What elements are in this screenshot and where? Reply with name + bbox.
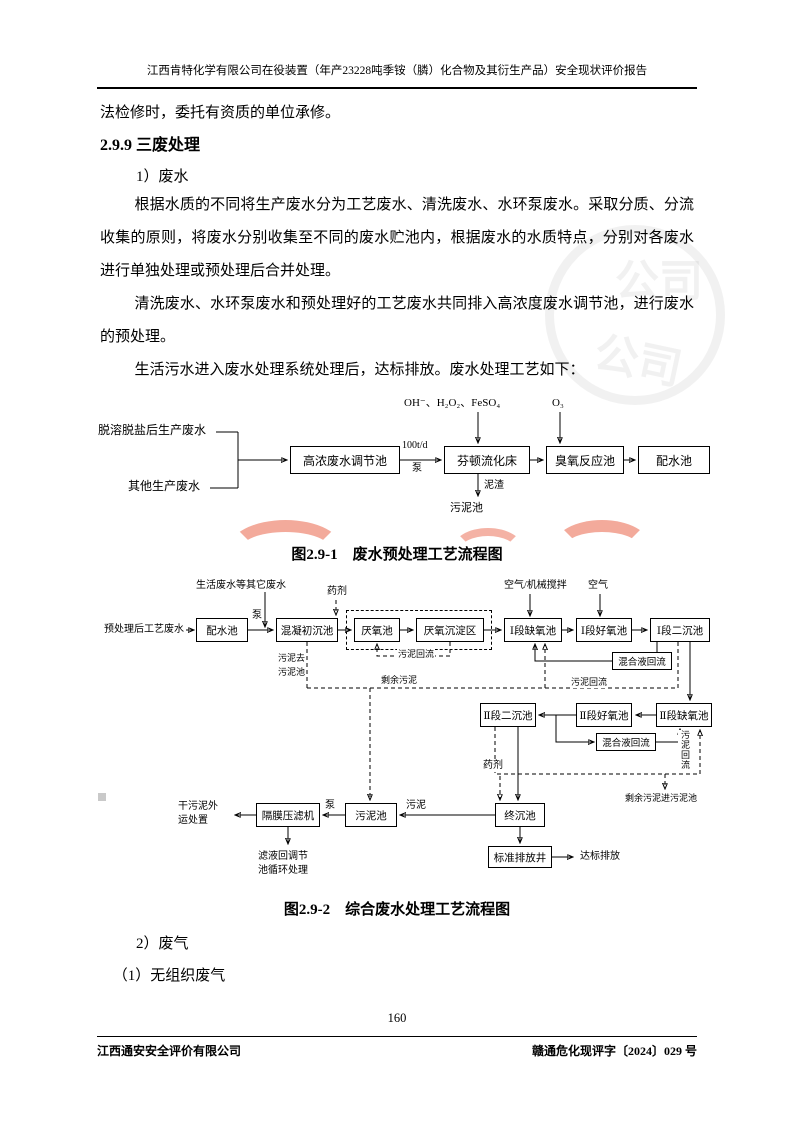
sludge-pool-label: 污泥池 [278, 667, 306, 677]
excess-sludge-to-pool-label: 剩余污泥进污泥池 [625, 793, 698, 803]
footer-doc-number: 赣通危化现评字〔2024〕029 号 [531, 1044, 697, 1058]
process-box-stage2-clarifier: Ⅱ段二沉池 [480, 703, 536, 727]
paragraph-continuation: 法检修时，委托有资质的单位承修。 [100, 105, 341, 121]
flow-arrows [186, 592, 730, 890]
paragraph-1: 根据水质的不同将生产废水分为工艺废水、清洗废水、水环泵废水。采取分质、分流收集的… [100, 197, 694, 279]
sludge-return-label: 污泥回流 [570, 676, 609, 688]
input-label: 其他生产废水 [128, 479, 201, 493]
domestic-wastewater-label: 生活废水等其它废水 [196, 580, 286, 591]
sludge-return-label: 污泥回流 [397, 648, 436, 660]
flow-rate-label: 100t/d [402, 440, 428, 451]
ozone-label: O₃ [552, 397, 564, 409]
pump-label: 泵 [252, 610, 262, 621]
subsection-wastewater: 1）废水 [136, 169, 189, 185]
air-stir-label: 空气/机械搅拌 [504, 580, 567, 591]
pump-label: 泵 [325, 800, 335, 811]
air-label: 空气 [588, 580, 608, 591]
mixed-liquor-return-box-1: 混合液回流 [612, 652, 672, 670]
process-box-discharge-well: 标准排放井 [488, 846, 552, 868]
sludge-to-label: 污泥去 [278, 653, 306, 663]
sludge-return-vertical-label: 污泥回流 [678, 730, 692, 770]
process-box-coagulation-tank: 混凝初沉池 [276, 618, 338, 642]
chemical-dosing-label: 药剂 [482, 760, 504, 772]
page-number: 160 [387, 1011, 407, 1025]
input-label: 脱溶脱盐后生产废水 [98, 423, 207, 437]
process-box-distribution-tank: 配水池 [638, 446, 710, 474]
filtrate-return-label: 滤液回调节池循环处理 [258, 851, 308, 876]
paragraph-2: 清洗废水、水环泵废水和预处理好的工艺废水共同排入高浓度废水调节池，进行废水的预处… [100, 296, 694, 345]
figure-2-comprehensive-flow: 配水池 混凝初沉池 厌氧池 厌氧沉淀区 Ⅰ段缺氧池 Ⅰ段好氧池 Ⅰ段二沉池 混合… [80, 578, 730, 890]
process-box-final-clarifier: 终沉池 [495, 803, 545, 827]
sludge-label: 污泥 [406, 800, 426, 811]
figure-1-caption: 图2.9-1 废水预处理工艺流程图 [291, 547, 503, 563]
section-heading: 2.9.9 三废处理 [100, 137, 201, 154]
process-box-stage1-anoxic: Ⅰ段缺氧池 [504, 618, 562, 642]
figure-2-caption: 图2.9-2 综合废水处理工艺流程图 [283, 902, 511, 918]
process-box-stage2-anoxic: Ⅱ段缺氧池 [656, 703, 712, 727]
scan-speck [98, 793, 106, 801]
discharge-label: 达标排放 [580, 851, 620, 862]
footer-company: 江西通安安全评价有限公司 [97, 1044, 242, 1058]
process-box-anaerobic-settling: 厌氧沉淀区 [416, 618, 484, 642]
pump-label: 泵 [412, 463, 422, 474]
excess-sludge-label: 剩余污泥 [380, 674, 419, 686]
process-box-ozone-tank: 臭氧反应池 [546, 446, 624, 474]
input-label: 预处理后工艺废水 [104, 624, 184, 635]
paragraph-3: 生活污水进入废水处理系统处理后，达标排放。废水处理工艺如下： [134, 362, 585, 378]
flow-arrows [210, 412, 728, 546]
footer-divider [97, 1036, 697, 1037]
figure-1-pretreatment-flow: 脱溶脱盐后生产废水 其他生产废水 高浓废水调节池 芬顿流化床 臭氧反应池 配水池… [88, 396, 728, 546]
process-box-distribution-tank: 配水池 [196, 618, 248, 642]
header-divider [97, 87, 697, 89]
process-box-anaerobic-tank: 厌氧池 [354, 618, 400, 642]
reagents-label: OH⁻、H₂O₂、FeSO₄ [404, 397, 501, 409]
subsection-waste-gas: 2）废气 [136, 936, 189, 952]
dry-sludge-out-label: 干污泥外运处置 [178, 801, 218, 826]
process-box-filter-press: 隔膜压滤机 [256, 803, 320, 827]
slag-label: 泥渣 [484, 480, 504, 491]
sludge-pool-label: 污泥池 [450, 502, 483, 514]
report-header-title: 江西肯特化学有限公司在役装置（年产23228吨季铵（膦）化合物及其衍生产品）安全… [146, 65, 648, 77]
process-box-sludge-pool: 污泥池 [345, 803, 397, 827]
chemical-dosing-label: 药剂 [327, 586, 347, 597]
process-box-fenton-bed: 芬顿流化床 [444, 446, 530, 474]
mixed-liquor-return-box-2: 混合液回流 [596, 733, 656, 751]
subsection-unorganized-gas: （1）无组织废气 [112, 968, 226, 984]
process-box-stage2-aerobic: Ⅱ段好氧池 [576, 703, 632, 727]
process-box-regulating-tank: 高浓废水调节池 [290, 446, 400, 474]
process-box-stage1-aerobic: Ⅰ段好氧池 [576, 618, 632, 642]
process-box-stage1-clarifier: Ⅰ段二沉池 [650, 618, 710, 642]
